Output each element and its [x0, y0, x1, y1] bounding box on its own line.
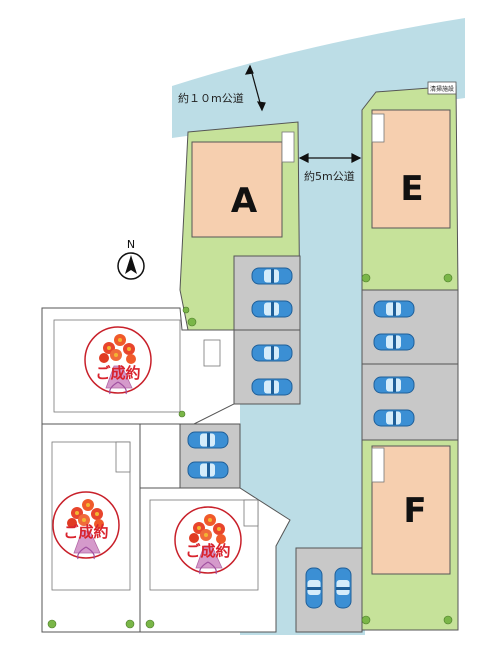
sold-badge-3: ご成約: [174, 506, 242, 575]
main-road-width-arrow: [244, 64, 266, 112]
car-icon: [251, 300, 293, 318]
car-icon: [187, 461, 229, 479]
parking-e2: [361, 363, 459, 441]
north-arrow-icon: [125, 255, 137, 274]
car-icon: [373, 333, 415, 351]
sold-badge-1-label: ご成約: [95, 364, 140, 382]
sold-badge-2-label: ご成約: [63, 523, 108, 541]
parking-e1: [361, 289, 459, 365]
parking-a1: [233, 255, 301, 331]
car-icon: [251, 378, 293, 396]
facility-label: 清掃施設: [430, 85, 454, 93]
lot-a-house: [191, 141, 283, 238]
lot-f-house: [371, 445, 451, 575]
sold-badge-3-label: ご成約: [185, 542, 230, 560]
main-road-label: 約１０m公道: [178, 91, 244, 105]
facility-box: [427, 81, 457, 95]
tree-markers: [47, 273, 453, 629]
car-icon: [251, 267, 293, 285]
side-road-width-arrow: [298, 153, 362, 163]
car-icon: [373, 376, 415, 394]
side-road-label: 約5m公道: [304, 169, 355, 183]
sold-badge-1: ご成約: [84, 326, 152, 395]
car-icon: [373, 300, 415, 318]
lot-e-letter: E: [400, 169, 423, 209]
bouquet-icon: [174, 506, 242, 575]
car-icon: [187, 431, 229, 449]
car-icon: [334, 567, 352, 609]
car-icon: [305, 567, 323, 609]
compass: N: [117, 238, 145, 280]
lot-e-house: [371, 109, 451, 229]
car-icon: [373, 409, 415, 427]
bouquet-icon: [84, 326, 152, 395]
lot-a-letter: A: [231, 181, 258, 221]
car-icon: [251, 344, 293, 362]
lot-f-letter: F: [403, 491, 426, 531]
sold-badge-2: ご成約: [52, 491, 120, 560]
compass-north-label: N: [127, 238, 135, 251]
